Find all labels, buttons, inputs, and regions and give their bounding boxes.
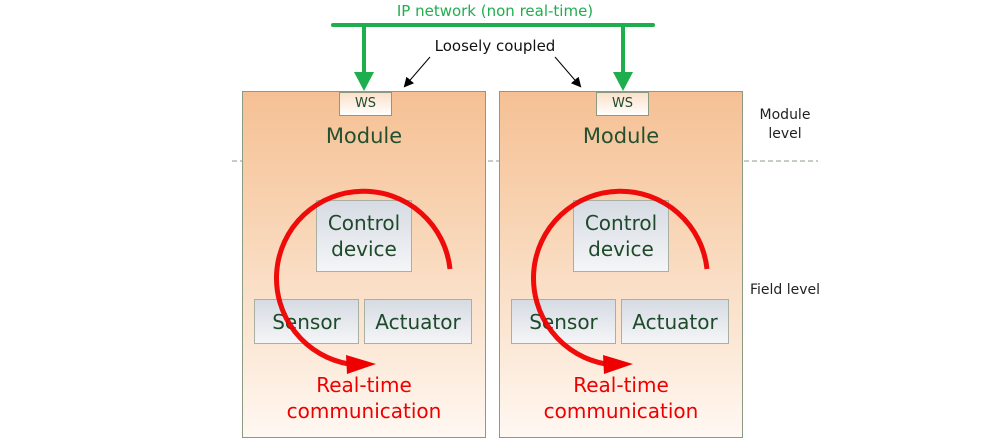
- ws-box: WS: [596, 92, 649, 116]
- control-device-label: Control device: [584, 211, 658, 261]
- realtime-arrowhead: [346, 355, 376, 374]
- field-level-label: Field level: [749, 282, 821, 298]
- ip-network-label: IP network (non real-time): [396, 2, 594, 20]
- control-device-box: Control device: [316, 200, 412, 272]
- module-title: Module: [325, 124, 403, 148]
- actuator-box: Actuator: [364, 299, 472, 344]
- actuator-label: Actuator: [632, 309, 718, 334]
- realtime-arrowhead: [603, 355, 633, 374]
- control-device-label: Control device: [327, 211, 401, 261]
- loose-arrow-right: [554, 56, 582, 88]
- realtime-communication-label: Real-time communication: [543, 373, 699, 423]
- sensor-box: Sensor: [511, 299, 616, 344]
- loose-arrow-left: [403, 56, 431, 88]
- actuator-label: Actuator: [375, 309, 461, 334]
- network-arrowhead-left: [354, 72, 374, 91]
- realtime-loop-arrow: [274, 188, 453, 374]
- module-box-2: WS Module Control device Sensor Actuator…: [499, 91, 743, 438]
- ws-box: WS: [339, 92, 392, 116]
- network-arrowhead-right: [613, 72, 633, 91]
- loosely-coupled-label: Loosely coupled: [434, 37, 556, 55]
- actuator-box: Actuator: [621, 299, 729, 344]
- realtime-loop-arrow: [531, 188, 710, 374]
- realtime-communication-label: Real-time communication: [286, 373, 442, 423]
- module-title: Module: [582, 124, 660, 148]
- control-device-box: Control device: [573, 200, 669, 272]
- module-level-label: Module level: [759, 107, 811, 142]
- sensor-box: Sensor: [254, 299, 359, 344]
- module-box-1: WS Module Control device Sensor Actuator…: [242, 91, 486, 438]
